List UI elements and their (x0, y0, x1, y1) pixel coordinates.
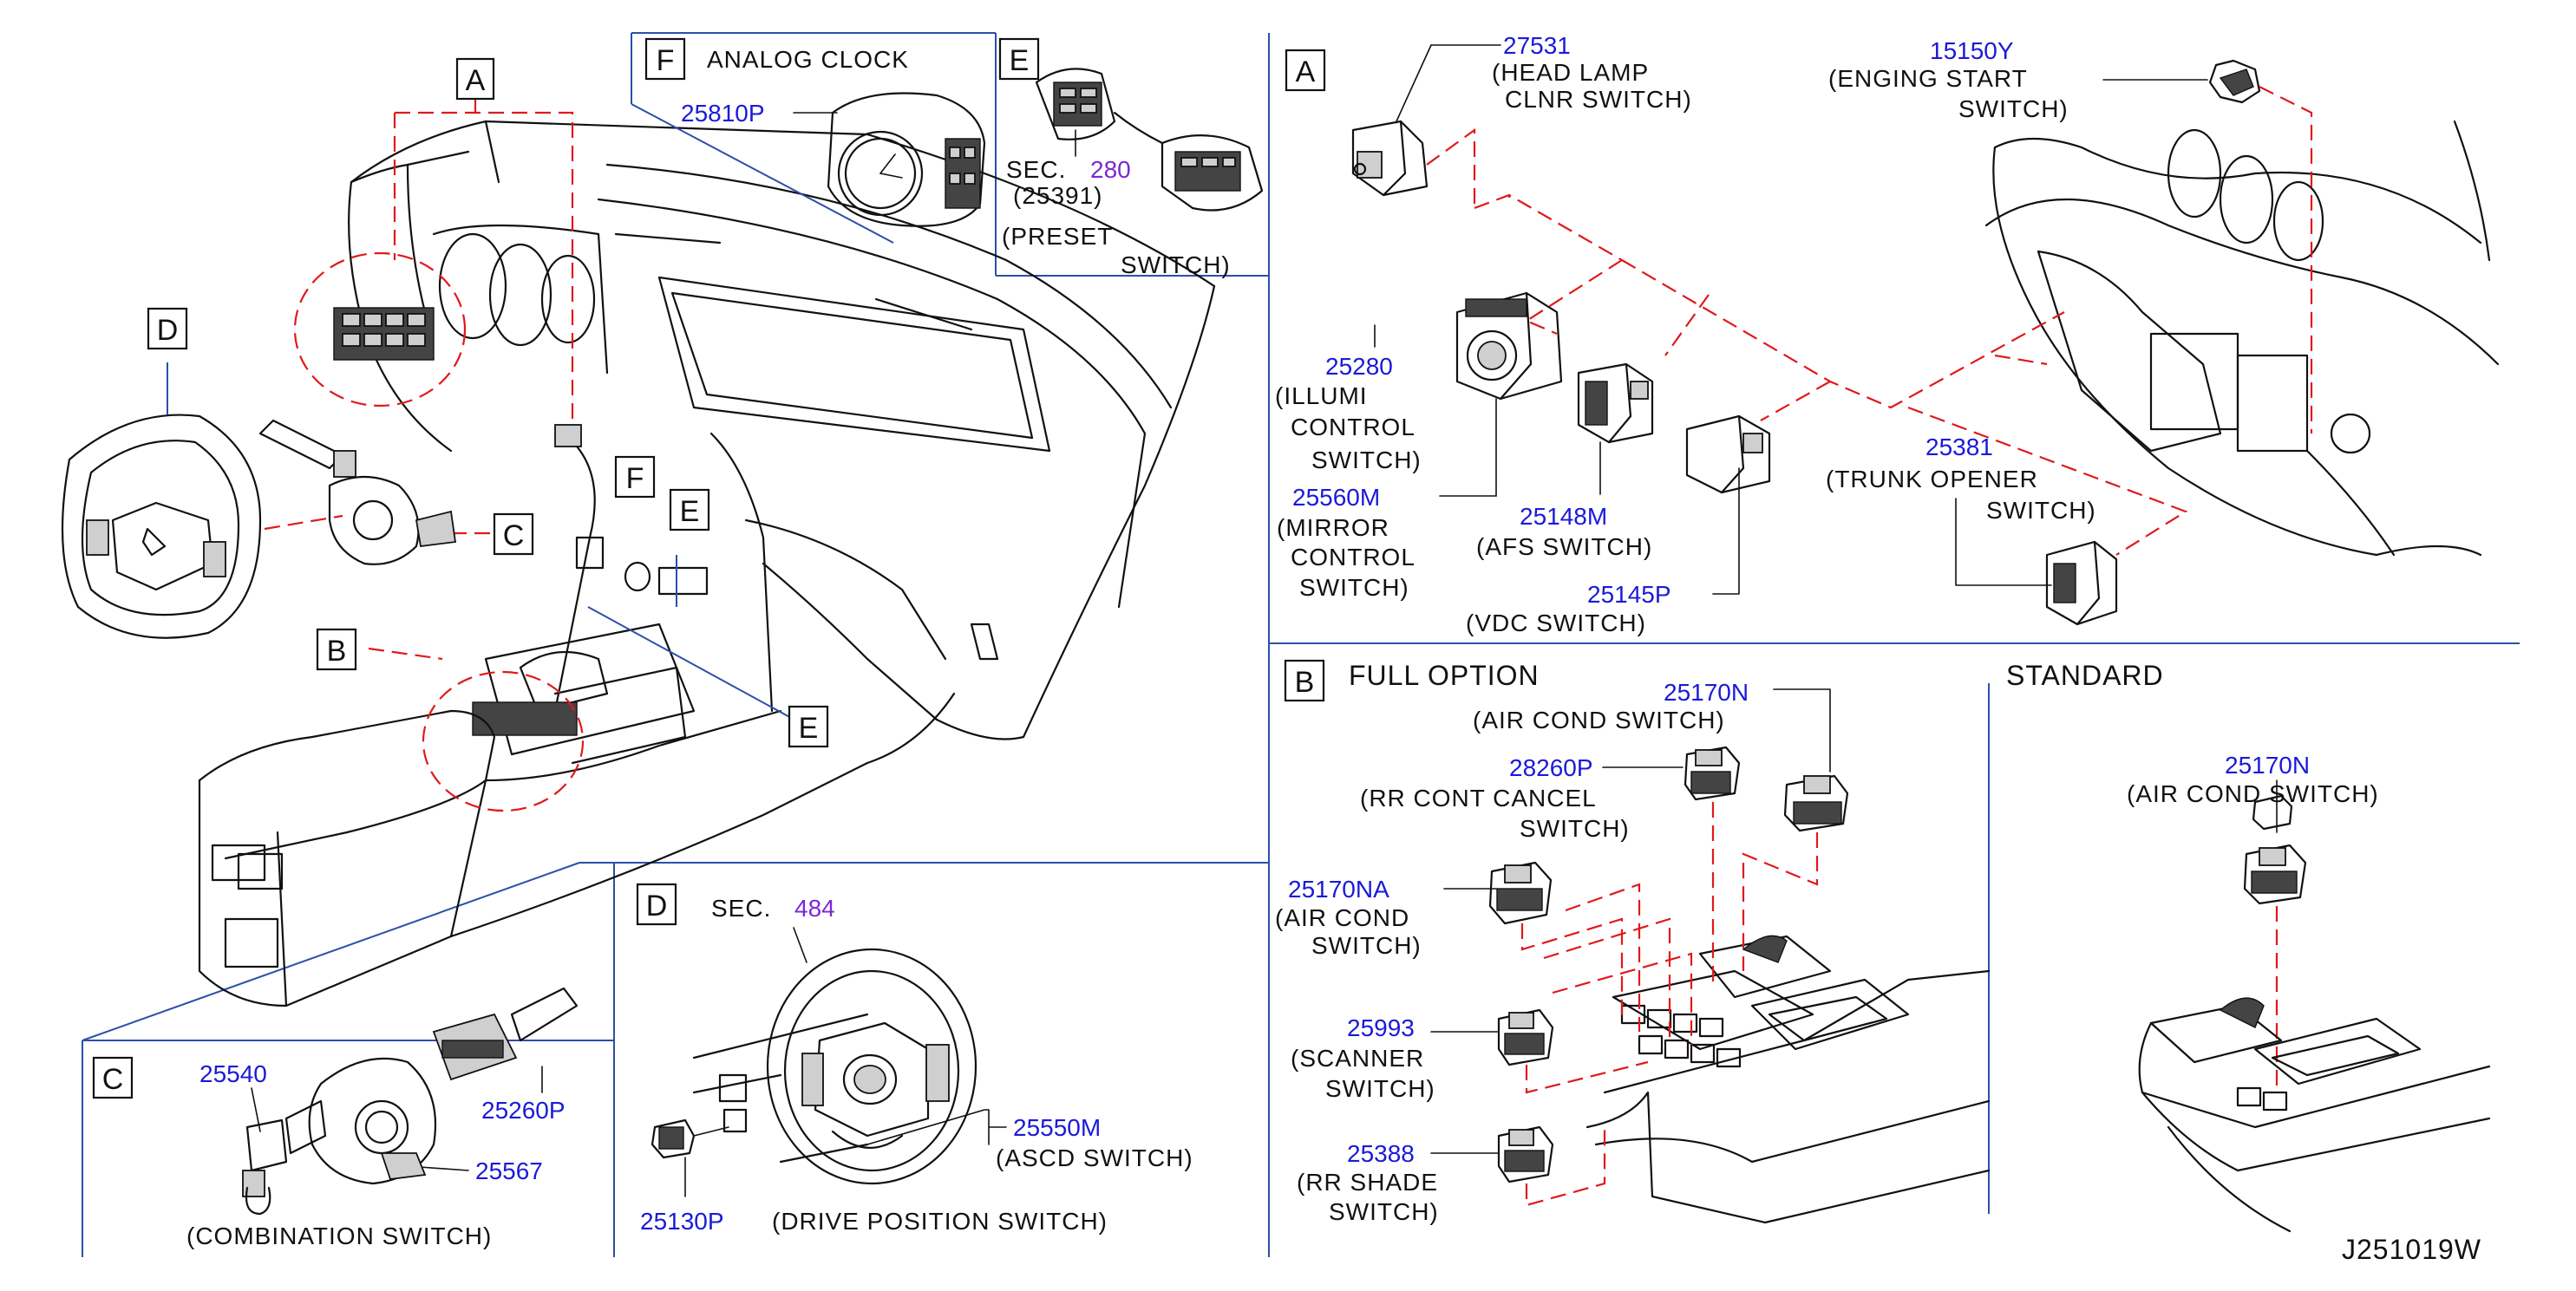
mirror-label-line3: SWITCH) (1299, 574, 1409, 601)
air-cond-na-label-line1: (AIR COND (1275, 904, 1409, 931)
callout-a-label: A (466, 64, 486, 97)
illumi-label-line1: (ILLUMI (1275, 382, 1368, 409)
scanner-label-line1: (SCANNER (1291, 1045, 1424, 1072)
analog-clock-part-number: 25810P (681, 100, 765, 127)
rr-shade-label-line1: (RR SHADE (1297, 1169, 1438, 1196)
scanner-part-number: 25993 (1347, 1014, 1415, 1041)
callout-c-label: C (503, 519, 525, 552)
illumi-label-line2: CONTROL (1291, 414, 1415, 440)
air-cond-na-part-number: 25170NA (1288, 876, 1389, 903)
combination-part-b: 25260P (481, 1097, 566, 1124)
mirror-label-line1: (MIRROR (1277, 514, 1389, 541)
section-d-steering-wheel: D SEC. 484 25550M (ASCD SWITCH) 25130P (… (636, 883, 1193, 1235)
preset-sec-sub: (25391) (1013, 182, 1103, 209)
callout-e-label: E (680, 495, 700, 528)
rr-cont-part-number: 28260P (1509, 754, 1593, 781)
section-f-analog-clock: F ANALOG CLOCK 25810P (631, 33, 986, 244)
overview-switch-cluster (333, 307, 582, 447)
engine-start-part-number: 15150Y (1930, 37, 2014, 64)
callout-d-label: D (157, 314, 179, 347)
air-cond-na-label-line2: SWITCH) (1311, 932, 1422, 959)
mirror-label-line2: CONTROL (1291, 544, 1415, 571)
section-c-combination-switch: C 25540 25260P 25567 (COMBINATION SWITCH… (92, 987, 579, 1249)
overview-steering-wheel (61, 414, 262, 639)
trunk-label-line1: (TRUNK OPENER (1826, 466, 2038, 492)
panel-dividers (82, 32, 2520, 1257)
diagram-code: J251019W (2342, 1234, 2481, 1265)
ascd-label: (ASCD SWITCH) (996, 1144, 1193, 1171)
preset-sec-label: SEC. (1006, 156, 1066, 183)
rr-shade-part-number: 25388 (1347, 1140, 1415, 1167)
drive-position-label: (DRIVE POSITION SWITCH) (772, 1208, 1108, 1235)
standard-heading: STANDARD (2006, 660, 2164, 691)
section-e-letter: E (1010, 44, 1030, 77)
dashboard-illustration (198, 120, 1216, 1007)
overview-callouts: A D C B F E E (147, 57, 829, 748)
vdc-part-number: 25145P (1587, 581, 1671, 608)
section-f-title: ANALOG CLOCK (707, 46, 909, 73)
overview-combination-switch (258, 419, 457, 565)
engine-start-label-line2: SWITCH) (1958, 95, 2069, 122)
illumi-label-line3: SWITCH) (1311, 447, 1422, 473)
preset-label-line1: (PRESET (1002, 223, 1113, 250)
section-b-letter: B (1295, 666, 1315, 699)
overview-callout-marks (167, 95, 803, 812)
vdc-label: (VDC SWITCH) (1466, 610, 1646, 636)
callout-f-label: F (626, 462, 644, 495)
combination-label: (COMBINATION SWITCH) (186, 1223, 492, 1249)
callout-e-bottom-label: E (799, 712, 819, 745)
drive-sec-label: SEC. (711, 895, 771, 922)
air-cond-top-part-number: 25170N (1664, 679, 1749, 706)
head-lamp-label-line2: CLNR SWITCH) (1505, 86, 1692, 113)
section-e-preset-switch: E SEC. 280 (25391) (PRESET SWITCH) (998, 37, 1264, 278)
afs-part-number: 25148M (1520, 503, 1607, 530)
mirror-part-number: 25560M (1292, 484, 1380, 511)
rr-cont-label-line1: (RR CONT CANCEL (1360, 785, 1597, 812)
preset-sec-number: 280 (1090, 156, 1131, 183)
callout-b-label: B (327, 635, 347, 668)
rr-cont-label-line2: SWITCH) (1520, 815, 1630, 842)
scanner-label-line2: SWITCH) (1325, 1075, 1435, 1102)
section-a-letter: A (1296, 55, 1316, 88)
engine-start-label-line1: (ENGING START (1828, 65, 2028, 92)
trunk-label-line2: SWITCH) (1986, 497, 2096, 524)
trunk-part-number: 25381 (1925, 434, 1993, 460)
drive-position-part-number: 25130P (640, 1208, 724, 1235)
section-c-letter: C (102, 1063, 124, 1096)
section-f-letter: F (657, 44, 675, 77)
illumi-part-number: 25280 (1325, 353, 1393, 380)
afs-label: (AFS SWITCH) (1476, 533, 1652, 560)
section-d-letter: D (646, 890, 668, 923)
head-lamp-part-number: 27531 (1503, 32, 1571, 59)
air-cond-top-label: (AIR COND SWITCH) (1473, 707, 1725, 734)
section-a-switches: A 27531 (HEAD LAMP CLNR SWITCH) 15150Y (… (1275, 32, 2500, 636)
rr-shade-label-line2: SWITCH) (1329, 1198, 1439, 1225)
full-option-heading: FULL OPTION (1349, 660, 1540, 691)
std-air-cond-part-number: 25170N (2225, 752, 2310, 779)
preset-label-line2: SWITCH) (1121, 251, 1231, 278)
drive-sec-number: 484 (794, 895, 835, 922)
ascd-part-number: 25550M (1013, 1114, 1101, 1141)
std-air-cond-label: (AIR COND SWITCH) (2127, 780, 2379, 807)
section-b-switches: B FULL OPTION STANDARD 25170N (AIR COND … (1275, 659, 2491, 1233)
combination-part-a: 25540 (199, 1060, 267, 1087)
combination-part-c: 25567 (475, 1157, 543, 1184)
head-lamp-label-line1: (HEAD LAMP (1492, 59, 1649, 86)
